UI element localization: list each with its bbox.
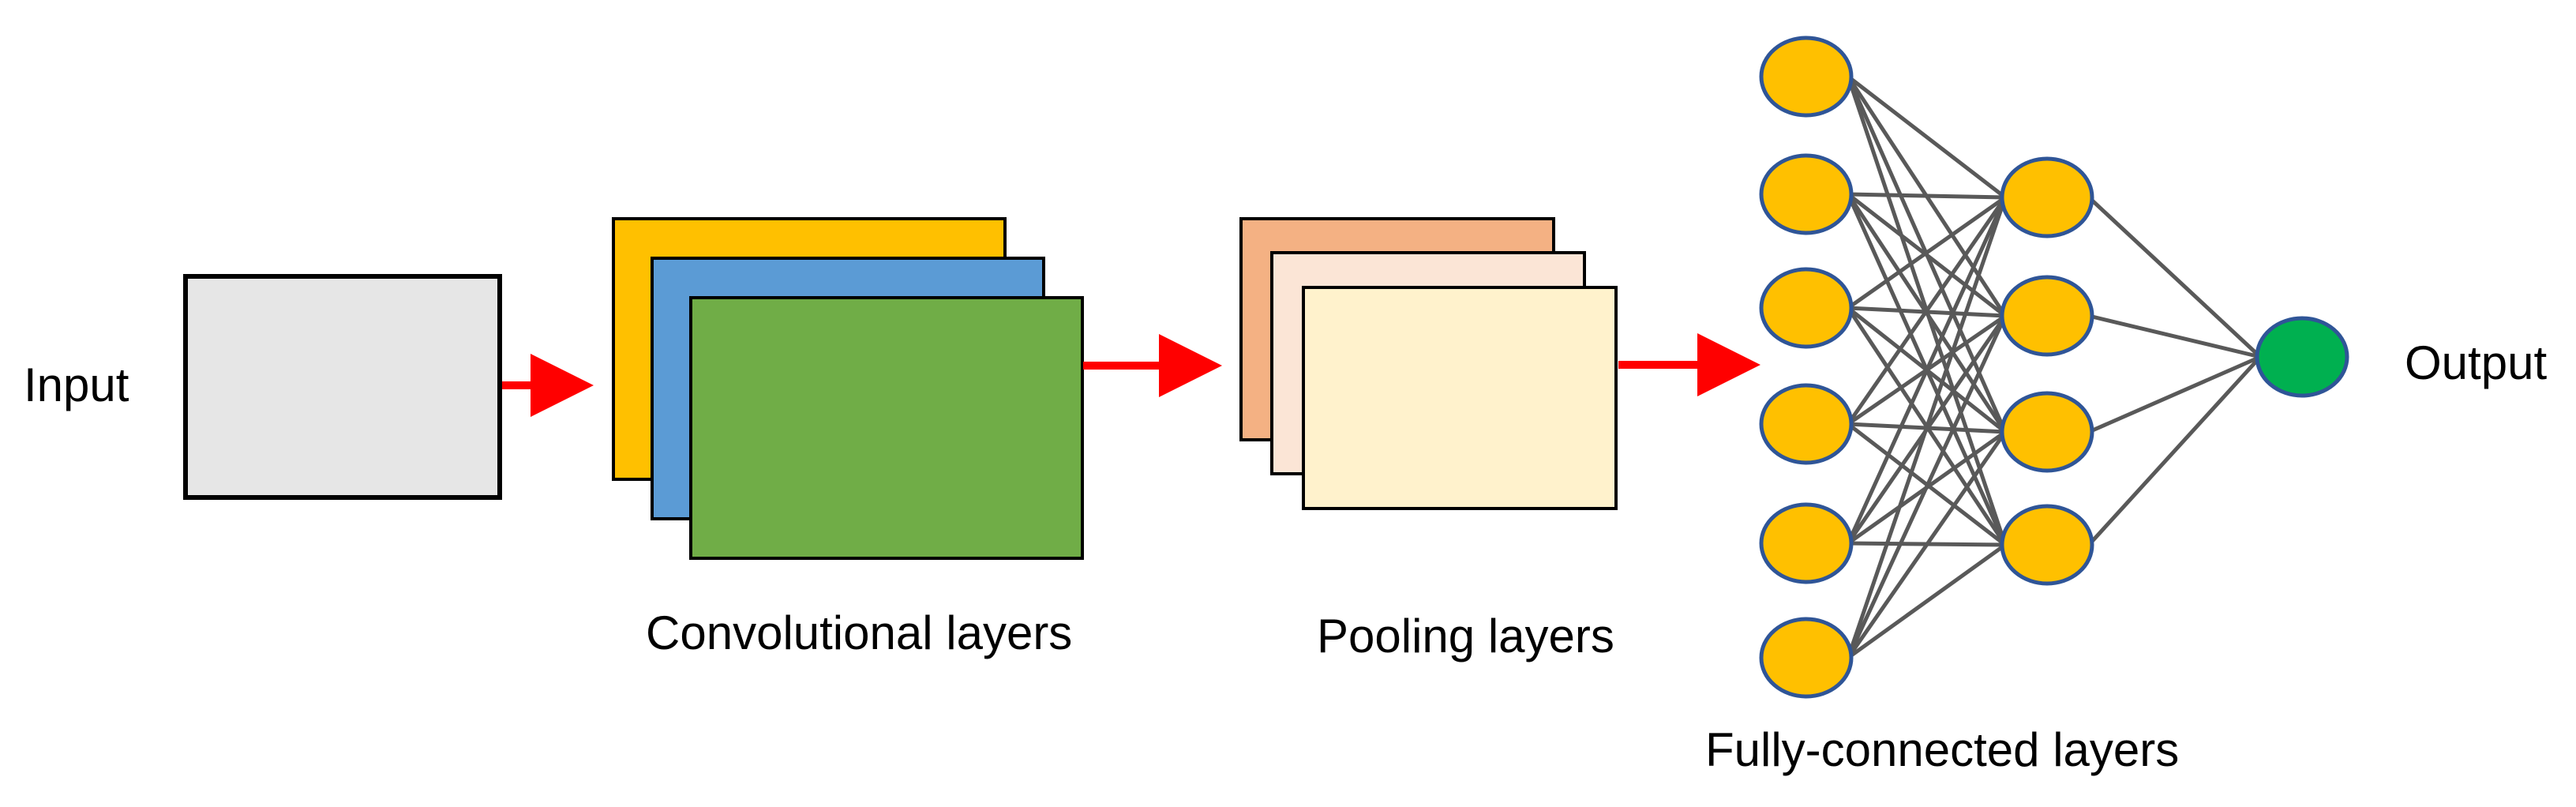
input-box (183, 274, 502, 500)
fc-neuron-l1-1 (2000, 275, 2094, 357)
input-label: Input (24, 358, 129, 411)
fc-connections (1846, 75, 2262, 660)
fc-neuron-l1-0 (2000, 156, 2094, 238)
fc-connection-l0-5-2 (1846, 430, 2008, 659)
fc-neuron-l0-3 (1759, 383, 1854, 465)
fc-neuron-l0-1 (1759, 153, 1854, 235)
fc-connection-l0-3-0 (1846, 196, 2008, 426)
fc-connection-l1-1-0 (2088, 313, 2261, 359)
fc-connection-l1-0-0 (2087, 196, 2262, 358)
pooling-layer-stack (1239, 217, 1618, 510)
output-neuron (2255, 316, 2349, 398)
fc-connection-l1-3-0 (2087, 355, 2262, 546)
fc-neurons (1759, 36, 2349, 699)
fc-neuron-l1-3 (2000, 504, 2094, 586)
fc-neuron-l1-2 (2000, 391, 2094, 473)
fc-connection-l0-4-0 (1846, 196, 2008, 545)
fc-connection-l0-5-0 (1846, 197, 2008, 659)
fc-connection-l0-1-0 (1847, 192, 2006, 200)
fc-connection-l0-5-1 (1846, 314, 2008, 659)
output-label: Output (2405, 336, 2547, 389)
convolutional-layer-stack (612, 217, 1084, 560)
pooling-layers-label: Pooling layers (1317, 610, 1614, 662)
fc-connection-l0-2-0 (1847, 195, 2007, 310)
fc-neuron-l0-4 (1759, 502, 1854, 584)
fc-connection-l0-5-3 (1847, 542, 2007, 660)
fc-neuron-l0-5 (1759, 617, 1854, 699)
fc-neuron-l0-0 (1759, 36, 1854, 118)
fully-connected-layers-label: Fully-connected layers (1705, 723, 2179, 776)
pool-layer-3 (1302, 286, 1618, 510)
fc-connection-l1-2-0 (2087, 355, 2262, 434)
fc-connection-l0-0-0 (1847, 75, 2007, 199)
fc-neuron-l0-2 (1759, 267, 1854, 349)
conv-layer-3 (689, 296, 1084, 560)
convolutional-layers-label: Convolutional layers (646, 606, 1072, 659)
